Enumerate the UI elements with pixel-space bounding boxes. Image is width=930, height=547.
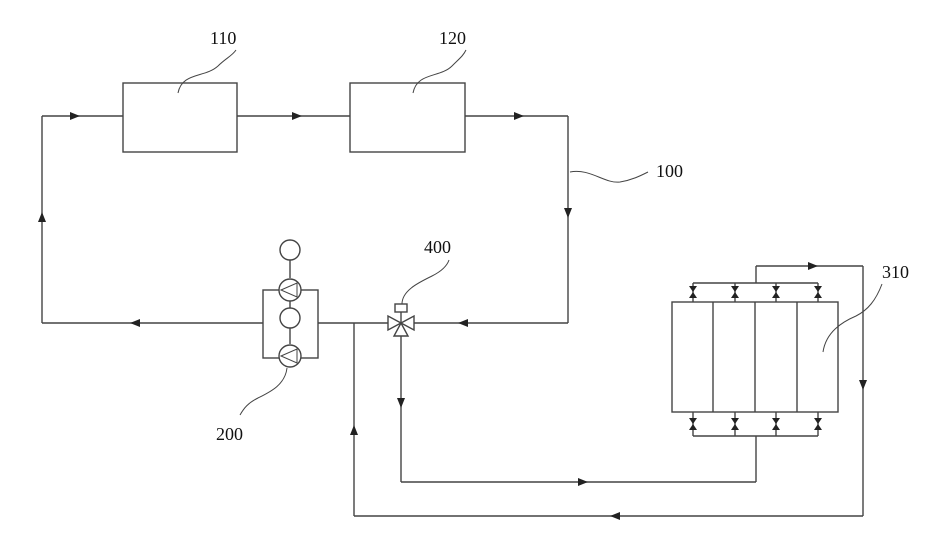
leader-line-100 (570, 171, 648, 182)
arrow-supply-right (578, 478, 588, 486)
panel-bank-310 (672, 283, 838, 436)
three-way-valve (388, 304, 414, 336)
component-box-110 (123, 83, 237, 152)
label-120: 120 (439, 28, 466, 48)
label-200: 200 (216, 424, 243, 444)
label-400: 400 (424, 237, 451, 257)
leader-line-400 (402, 260, 449, 304)
pump-station (263, 240, 318, 367)
leader-line-200 (240, 368, 287, 415)
arrow-return-left (610, 512, 620, 520)
arrow-return-right (808, 262, 818, 270)
component-box-120 (350, 83, 465, 152)
arrow-supply-down (397, 398, 405, 408)
main-loop-arrows (38, 112, 572, 327)
pump-icon-upper (279, 279, 301, 301)
label-310: 310 (882, 262, 909, 282)
motor-circle-top (280, 240, 300, 260)
motor-circle-lower (280, 308, 300, 328)
arrow-return-up (350, 425, 358, 435)
main-loop-pipe (42, 116, 568, 323)
label-110: 110 (210, 28, 236, 48)
arrow-return-down (859, 380, 867, 390)
label-100: 100 (656, 161, 683, 181)
pump-icon-lower (279, 345, 301, 367)
